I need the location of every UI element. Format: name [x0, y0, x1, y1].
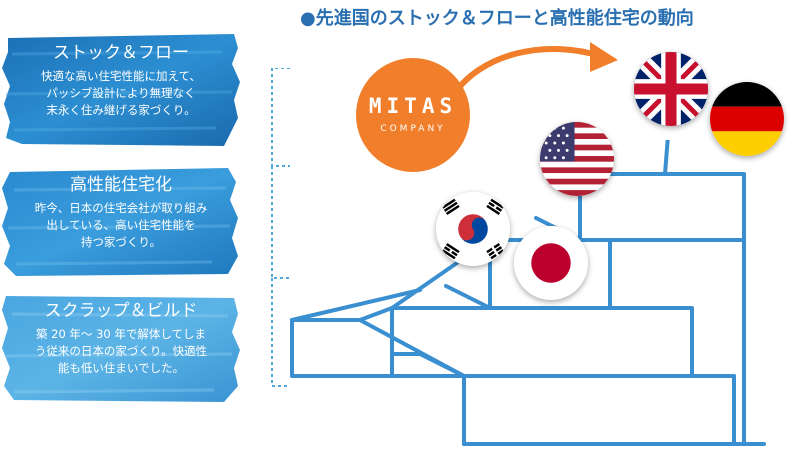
dotted-bracket — [271, 68, 290, 387]
panel-line: 築 20 年～ 30 年で解体してしま — [35, 327, 207, 341]
panel-line: う従来の日本の家づくり。快適性 — [34, 344, 208, 358]
stairs-illustration — [290, 140, 766, 446]
panel-line: 持つ家づくり。 — [80, 235, 162, 249]
mitas-company-logo: MITAS COMPANY — [356, 58, 470, 172]
panel-line: 能も低い住まいでした。 — [57, 361, 185, 375]
panel-scrap-and-build: スクラップ＆ビルド 築 20 年～ 30 年で解体してしま う従来の日本の家づく… — [2, 292, 240, 402]
panel-line: 昨今、日本の住宅会社が取り組み — [34, 201, 208, 215]
title-bullet: ● — [300, 8, 316, 29]
panel-stock-and-flow: ストック＆フロー 快適な高い住宅性能に加えて、 パッシブ設計により無理なく 末永… — [2, 34, 240, 146]
diagram-title: ●先進国のストック＆フローと高性能住宅の動向 — [300, 4, 694, 30]
panel-title: スクラップ＆ビルド — [44, 301, 198, 321]
brush-background — [2, 296, 240, 402]
korea-flag-icon — [436, 192, 510, 266]
panel-title: ストック＆フロー — [53, 43, 189, 63]
panel-title: 高性能住宅化 — [70, 175, 172, 195]
growth-arrow — [447, 42, 618, 103]
logo-line2: COMPANY — [380, 124, 446, 134]
brush-background — [2, 34, 240, 146]
japan-flag-icon — [514, 226, 588, 300]
panel-line: 末永く住み継げる家づくり。 — [46, 103, 196, 117]
panel-high-performance: 高性能住宅化 昨今、日本の住宅会社が取り組み 出している、高い住宅性能を 持つ家… — [2, 166, 240, 276]
logo-line1: MITAS — [368, 94, 458, 118]
brush-background — [2, 168, 238, 276]
uk-flag-icon — [634, 52, 708, 126]
usa-flag-icon — [540, 122, 614, 196]
panel-line: 出している、高い住宅性能を — [46, 218, 196, 232]
panel-line: 快適な高い住宅性能に加えて、 — [41, 69, 201, 83]
germany-flag-icon — [710, 82, 784, 156]
panel-line: パッシブ設計により無理なく — [46, 86, 196, 100]
title-text: 先進国のストック＆フローと高性能住宅の動向 — [315, 8, 694, 29]
